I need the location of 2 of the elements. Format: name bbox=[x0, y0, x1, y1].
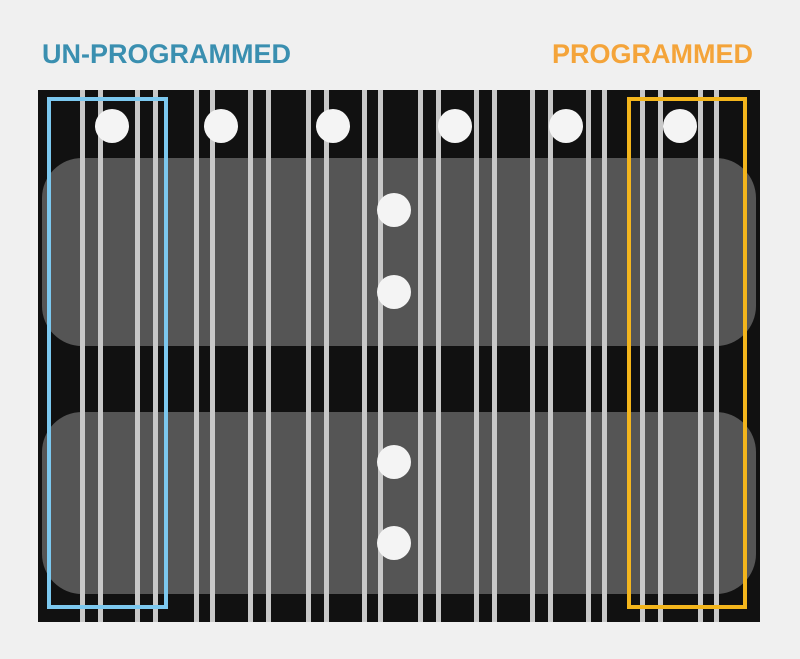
heading: PROGRAMMED bbox=[552, 39, 753, 70]
heading: UN-PROGRAMMED bbox=[42, 39, 291, 70]
